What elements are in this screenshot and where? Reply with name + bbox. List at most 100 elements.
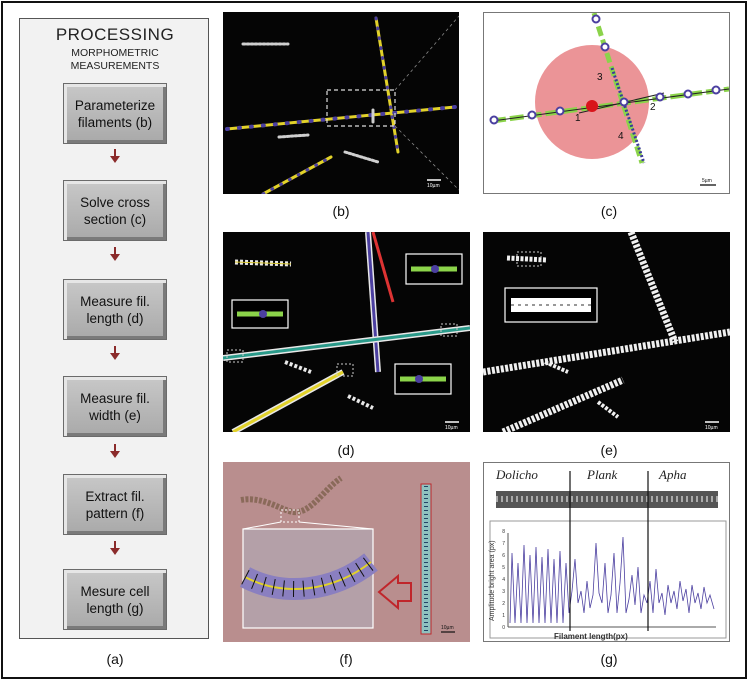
node-marker: [655, 92, 665, 102]
step-label-line2: length (g): [86, 600, 144, 616]
filament-diagonal-trace: [232, 370, 344, 432]
step-label-line2: filaments (b): [77, 114, 153, 130]
species-label-apha: Apha: [658, 467, 687, 482]
filament-curve: [240, 475, 343, 516]
y-tick-4: 4: [502, 577, 505, 583]
y-tick-labels: 0 1 2 3 4 5 6 7 8: [502, 529, 505, 631]
step-label-line2: section (c): [83, 211, 147, 227]
step-measure-width: Measure fil.width (e): [63, 376, 167, 437]
panel-f-image: 10µm: [223, 462, 470, 642]
scale-bar-label: 10µm: [705, 425, 718, 431]
label-4: 4: [618, 131, 624, 142]
short-filament: [277, 133, 310, 139]
short-filament: [347, 394, 374, 410]
inset-centerline: [244, 561, 372, 590]
plot-area: [489, 520, 727, 639]
short-filament: [284, 360, 312, 374]
filament-vertical: [374, 16, 400, 154]
short-filament: [506, 255, 548, 263]
node-marker: [683, 89, 693, 99]
y-tick-1: 1: [502, 613, 505, 619]
label-2: 2: [650, 102, 656, 113]
zoom-guide-line: [394, 15, 459, 91]
flow-arrow: [110, 444, 120, 458]
processing-flowchart: PROCESSING MORPHOMETRIC MEASUREMENTS Par…: [19, 18, 209, 639]
step-label-line2: width (e): [89, 407, 141, 423]
panel-f-svg: 10µm: [239, 475, 455, 635]
amplitude-trace: [509, 536, 715, 624]
step-label-line1: Parameterize: [74, 97, 156, 113]
short-filament: [596, 400, 620, 419]
scale-bar-label: 10µm: [441, 625, 454, 631]
node-marker: [489, 115, 499, 125]
plot-ylabel: Amplitude bright area (px): [489, 540, 496, 621]
y-tick-6: 6: [502, 553, 505, 559]
node-marker: [619, 97, 629, 107]
inset-marker: [259, 310, 267, 318]
step-label-line2: pattern (f): [85, 505, 145, 521]
step-measure-length: Measure fil.length (d): [63, 279, 167, 340]
caption-e: (e): [600, 442, 618, 458]
filament-diagonal: [501, 376, 625, 432]
filament-diagonal-trace: [261, 155, 333, 194]
node-markers: [489, 14, 721, 125]
panel-e-svg: 10µm: [483, 232, 730, 432]
y-tick-2: 2: [502, 601, 505, 607]
zoom-region-box: [516, 251, 542, 267]
step-label-line1: Measure fil.: [80, 293, 150, 309]
panel-c-svg: 1 2 3 4 5µm: [489, 13, 729, 186]
caption-b: (b): [332, 203, 350, 219]
panel-e-image: 10µm: [483, 232, 730, 432]
flowchart-subtitle-line1: MORPHOMETRIC: [71, 47, 159, 59]
arrow-right-icon: [377, 573, 412, 611]
short-filament: [343, 150, 380, 164]
flowchart-title: PROCESSING: [55, 25, 175, 44]
caption-d: (d): [337, 442, 355, 458]
filament-vertical-trace: [366, 232, 380, 373]
flowchart-subtitle-line2: MEASUREMENTS: [70, 60, 160, 72]
step-label-line1: Mesure cell: [80, 583, 150, 599]
panel-d-svg: 10µm: [223, 232, 470, 432]
caption-c: (c): [600, 203, 618, 219]
flow-arrow: [110, 149, 120, 163]
zoom-guide-line: [298, 521, 374, 530]
filament-horizontal: [483, 328, 730, 376]
filament-horizontal-trace: [225, 105, 457, 131]
caption-a: (a): [106, 651, 124, 667]
trace-vertical: [610, 67, 646, 164]
flow-arrow: [110, 247, 120, 261]
flow-arrow: [110, 346, 120, 360]
zoom-guide-line: [242, 521, 282, 530]
node-marker: [591, 14, 601, 24]
inset-marker: [415, 375, 423, 383]
y-tick-5: 5: [502, 565, 505, 571]
y-tick-0: 0: [502, 625, 505, 631]
zoom-region-box: [326, 89, 396, 127]
inset-filament: [511, 298, 591, 312]
label-3: 3: [597, 72, 603, 83]
step-extract-pattern: Extract fil.pattern (f): [63, 474, 167, 535]
filament-horizontal-trace: [223, 326, 470, 360]
plot-xlabel: Filament length(px): [554, 632, 628, 641]
zoom-region-box: [440, 323, 458, 337]
panel-d-image: 10µm: [223, 232, 470, 432]
scale-bar-label: 10µm: [445, 425, 458, 431]
panel-b-image: 10µm: [223, 12, 459, 194]
y-tick-7: 7: [502, 541, 505, 547]
inset-marker: [431, 265, 439, 273]
node-marker: [555, 106, 565, 116]
node-marker: [527, 110, 537, 120]
panel-g-svg: Dolicho Plank Apha Amplitude bright area…: [489, 467, 727, 641]
scale-bar-label: 5µm: [702, 178, 712, 184]
short-filament: [544, 360, 569, 374]
y-tick-8: 8: [502, 529, 505, 535]
zoom-region-box: [336, 363, 354, 377]
filament-centerline: [234, 261, 292, 265]
center-point: [586, 100, 598, 112]
panel-b-svg: 10µm: [225, 15, 459, 194]
zoom-region-box: [226, 349, 244, 363]
